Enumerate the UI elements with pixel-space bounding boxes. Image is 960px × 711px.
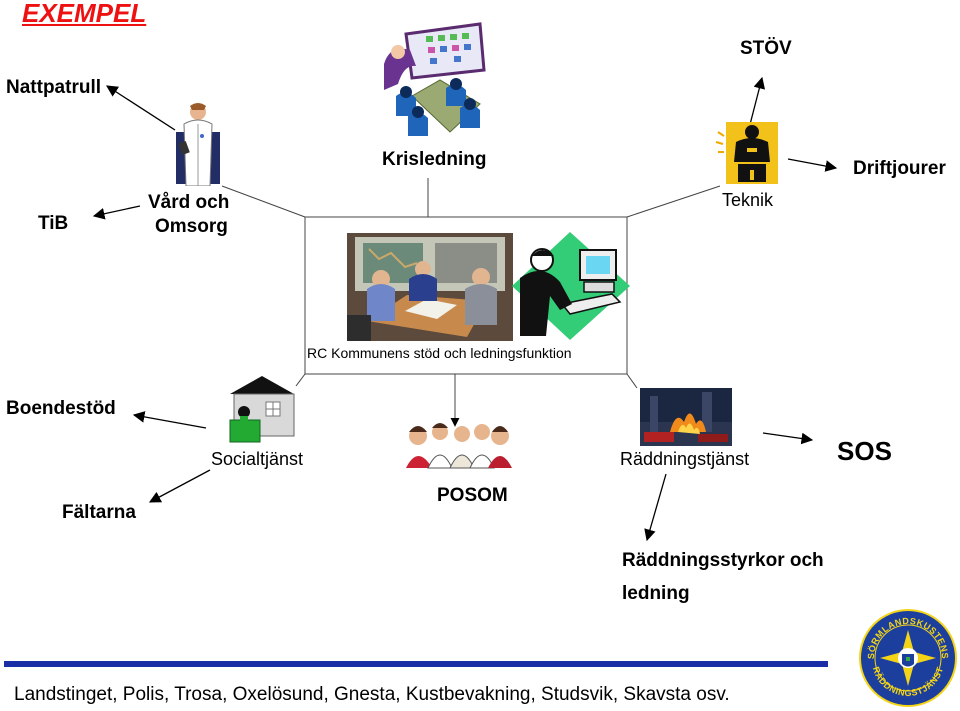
line-to-vard (221, 185, 306, 218)
styrkor-label-line1: Räddningsstyrkor och (622, 550, 824, 571)
driftjourer-label: Driftjourer (853, 158, 946, 179)
line-to-socialtjanst (295, 373, 306, 387)
arrow-to-styrkor (644, 473, 667, 542)
teknik-label: Teknik (722, 190, 774, 210)
socialtjanst-label: Socialtjänst (211, 449, 304, 469)
center-box-frame (304, 216, 628, 375)
fire-photo (640, 388, 732, 446)
footer-text: Landstinget, Polis, Trosa, Oxelösund, Gn… (14, 684, 730, 705)
page-title: EXEMPEL (22, 0, 147, 28)
worker-icon (715, 122, 778, 184)
bottom-divider (4, 661, 828, 667)
arrow-to-driftjourer (787, 158, 838, 172)
vard-label-line1: Vård och (148, 192, 230, 213)
arrow-to-tib (92, 205, 141, 220)
group-people-icon (406, 423, 512, 469)
line-to-teknik (626, 185, 721, 218)
arrow-to-sos (762, 432, 814, 445)
boendestod-label: Boendestöd (6, 398, 116, 419)
center-box-label: RC Kommunens stöd och ledningsfunktion (307, 345, 572, 361)
vard-label-line2: Omsorg (155, 216, 228, 237)
nattpatrull-label: Nattpatrull (6, 77, 101, 98)
posom-label: POSOM (437, 485, 508, 506)
arrow-to-faltarna (148, 469, 211, 503)
sos-label: SOS (837, 436, 892, 466)
raddningstjanst-label: Räddningstjänst (620, 449, 750, 469)
meeting-photo (347, 233, 513, 341)
crisis-meeting-icon (384, 22, 486, 136)
house-icon (229, 376, 295, 443)
tib-label: TiB (38, 213, 69, 234)
rescue-service-logo: SÖRMLANDSKUSTENS RÄDDNINGSTJÄNST (859, 609, 957, 707)
faltarna-label: Fältarna (62, 502, 136, 523)
krisledning-label: Krisledning (382, 149, 487, 170)
computer-user-icon (512, 232, 630, 340)
doctor-icon (176, 103, 220, 186)
arrow-to-nattpatrull (106, 85, 176, 131)
styrkor-label-line2: ledning (622, 583, 690, 604)
stov-label: STÖV (740, 38, 792, 59)
line-to-raddningstjanst (626, 373, 638, 389)
arrow-to-boendestod (132, 411, 207, 429)
